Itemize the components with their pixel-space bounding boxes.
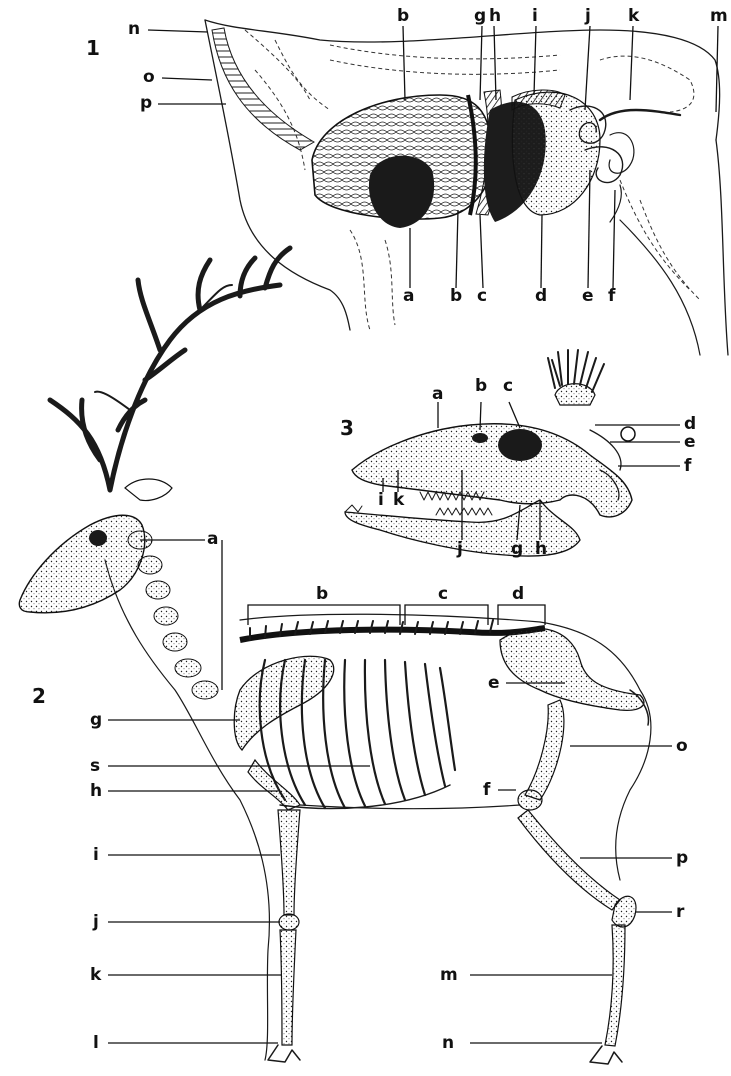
figure-2-skeleton — [19, 248, 672, 1064]
fig1-label-e: e — [582, 288, 594, 305]
fig1-label-k: k — [628, 8, 639, 25]
fig2-label-i: i — [93, 847, 99, 864]
fig2-label-a: a — [207, 531, 218, 548]
fig3-label-a: a — [432, 386, 443, 403]
fig3-label-k: k — [393, 492, 404, 509]
fig1-label-n: n — [128, 21, 140, 38]
fig2-label-e: e — [488, 675, 500, 692]
fig3-label-e: e — [684, 434, 696, 451]
fig1-label-d: d — [535, 288, 547, 305]
fig3-label-i: i — [378, 492, 384, 509]
fig3-label-c: c — [503, 378, 513, 395]
fig3-label-j: j — [457, 541, 463, 558]
fig1-label-i: i — [532, 8, 538, 25]
fig2-label-g: g — [90, 712, 102, 729]
fig2-label-d: d — [512, 586, 524, 603]
fig2-label-f: f — [483, 782, 490, 799]
fig1-label-a: a — [403, 288, 414, 305]
fig2-label-p: p — [676, 850, 688, 867]
fig1-label-f: f — [608, 288, 615, 305]
fig1-label-g: g — [474, 8, 486, 25]
fig2-label-r: r — [676, 904, 684, 921]
fig1-label-b-bottom: b — [450, 288, 462, 305]
fig3-label-h: h — [535, 541, 547, 558]
fig2-label-l: l — [93, 1035, 99, 1052]
fig1-label-h: h — [489, 8, 501, 25]
fig2-label-c: c — [438, 586, 448, 603]
fig1-label-b-top: b — [397, 8, 409, 25]
fig3-label-g: g — [511, 541, 523, 558]
fig2-label-h: h — [90, 783, 102, 800]
fig2-label-m: m — [440, 967, 458, 984]
fig2-label-k: k — [90, 967, 101, 984]
fig3-label-f: f — [684, 458, 691, 475]
fig2-label-j: j — [93, 914, 99, 931]
fig2-label-o: o — [676, 738, 688, 755]
figure-3-number: 3 — [340, 418, 354, 438]
fig3-label-d: d — [684, 416, 696, 433]
fig3-label-b: b — [475, 378, 487, 395]
fig1-label-j: j — [585, 8, 591, 25]
fig2-label-n: n — [442, 1035, 454, 1052]
fig1-label-o: o — [143, 69, 155, 86]
figure-1-organs — [148, 20, 728, 355]
fig1-label-m: m — [710, 8, 728, 25]
fig2-label-b: b — [316, 586, 328, 603]
figure-2-number: 2 — [32, 686, 46, 706]
fig1-label-p: p — [140, 95, 152, 112]
figure-1-number: 1 — [86, 38, 100, 58]
fig2-label-s: s — [90, 758, 100, 775]
fig1-label-c: c — [477, 288, 487, 305]
